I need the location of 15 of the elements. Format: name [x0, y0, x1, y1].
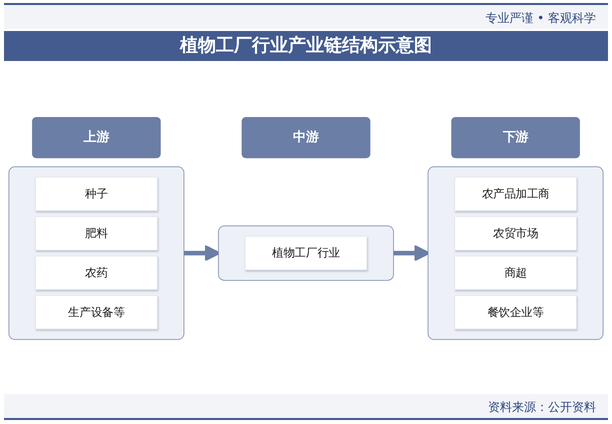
- cluster: [218, 225, 394, 280]
- node-box: 餐饮企业等: [454, 294, 577, 329]
- node-box: 种子: [35, 176, 158, 211]
- node-box: 生产设备等: [35, 294, 158, 329]
- node-box: 植物工厂行业: [244, 236, 368, 270]
- node-box: 农产品加工商: [454, 176, 577, 211]
- source-note: 资料来源：公开资料: [488, 399, 596, 416]
- cluster: [428, 166, 604, 340]
- node-box: 农贸市场: [454, 216, 577, 250]
- node-box: 商超: [454, 255, 577, 290]
- node-box: 农药: [35, 255, 158, 290]
- title-banner: 植物工厂行业产业链结构示意图: [4, 31, 608, 61]
- cluster: [8, 166, 184, 340]
- node-box: 肥料: [35, 216, 158, 250]
- slogan-text: 专业严谨 • 客观科学: [485, 10, 596, 27]
